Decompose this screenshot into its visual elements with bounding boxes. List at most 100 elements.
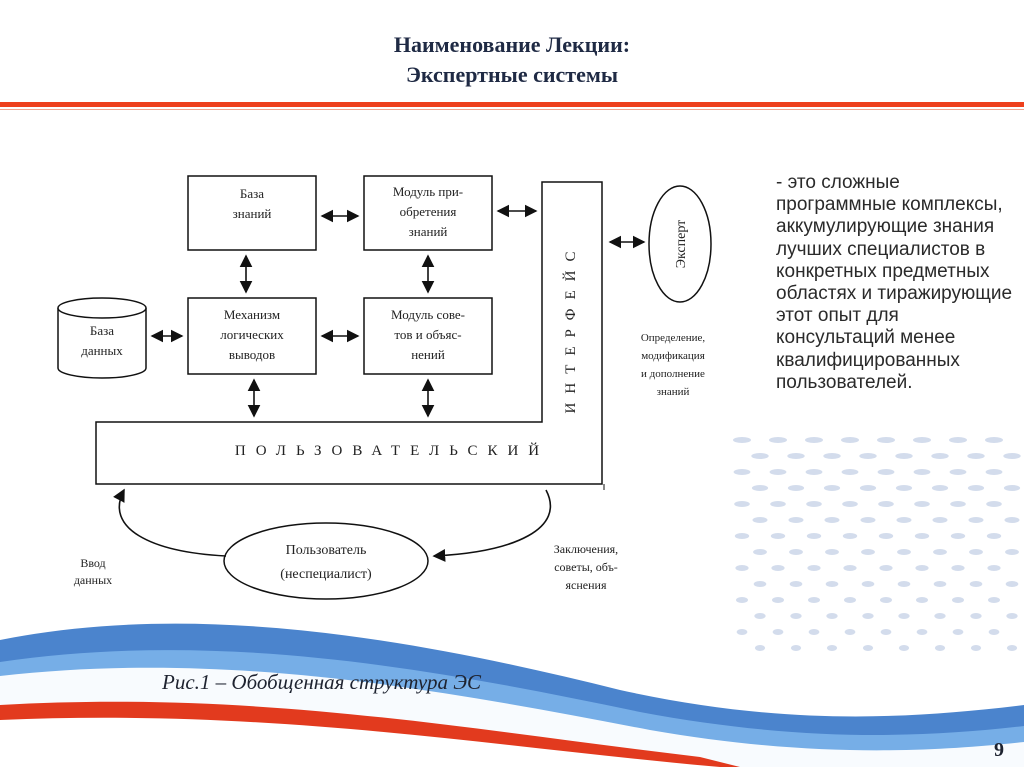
- decor-dot: [754, 645, 766, 651]
- decor-dot: [806, 501, 822, 507]
- decor-dot: [787, 453, 805, 459]
- expert-note-2: модификация: [641, 350, 705, 362]
- decor-dot: [736, 597, 748, 603]
- decor-dot: [880, 629, 892, 635]
- decor-dot: [985, 437, 1003, 443]
- decor-dot: [896, 517, 912, 523]
- decor-dot: [877, 437, 895, 443]
- decor-dot: [734, 533, 750, 539]
- title-rule-thin: [0, 109, 1024, 110]
- inference-engine-label-3: выводов: [229, 347, 275, 362]
- decor-dot: [988, 597, 1000, 603]
- decor-dot: [772, 629, 784, 635]
- decor-dot: [826, 645, 838, 651]
- decor-dot: [986, 501, 1002, 507]
- decor-dot: [734, 501, 750, 507]
- user-label-1: Пользователь: [286, 543, 367, 558]
- decor-dot: [916, 629, 928, 635]
- decor-dot: [895, 485, 913, 491]
- decor-dot: [986, 533, 1002, 539]
- decor-dot: [895, 453, 913, 459]
- decor-dot: [951, 565, 965, 571]
- decor-dot: [970, 645, 982, 651]
- data-input-label-1: Ввод: [80, 556, 105, 570]
- expert-note-4: знаний: [657, 386, 690, 398]
- knowledge-base-label-2: знаний: [233, 206, 272, 221]
- decor-dot: [754, 613, 766, 619]
- decor-dot: [988, 629, 1000, 635]
- decor-dot: [770, 533, 786, 539]
- decor-dot: [914, 501, 930, 507]
- decor-dot: [823, 453, 841, 459]
- decor-dot: [825, 581, 839, 587]
- decor-dot: [751, 485, 769, 491]
- decor-dot: [842, 501, 858, 507]
- dot-pattern: [733, 437, 1021, 651]
- decor-dot: [877, 469, 895, 475]
- title-line-1: Наименование Лекции:: [393, 32, 631, 57]
- advice-module-box: [363, 297, 493, 375]
- decor-dot: [788, 517, 804, 523]
- decor-dot: [952, 629, 964, 635]
- knowledge-base-box: [187, 175, 317, 251]
- user-ellipse: [223, 522, 429, 600]
- expert-note-3: и дополнение: [641, 368, 705, 380]
- arrow-conclusions: [432, 489, 552, 562]
- decor-dot: [806, 533, 822, 539]
- database-label-2: данных: [81, 343, 123, 358]
- decor-dot: [916, 597, 928, 603]
- knowledge-base-label-1: База: [240, 186, 264, 201]
- decor-dot: [826, 613, 838, 619]
- decor-dot: [931, 453, 949, 459]
- decor-dot: [1003, 485, 1021, 491]
- advice-module-label-1: Модуль сове-: [391, 307, 465, 322]
- decor-dot: [950, 533, 966, 539]
- conclusions-label-2: советы, объ-: [554, 560, 618, 574]
- arrow-data-input: [113, 488, 227, 557]
- expert-note-1: Определение,: [641, 332, 706, 344]
- title-rule: [0, 102, 1024, 107]
- expert-label: Эксперт: [674, 220, 689, 269]
- decor-dot: [970, 613, 982, 619]
- decor-dot: [913, 437, 931, 443]
- decor-dot: [841, 437, 859, 443]
- decor-dot: [807, 565, 821, 571]
- decor-dot: [1005, 581, 1019, 587]
- decor-dot: [824, 517, 840, 523]
- decor-dot: [915, 565, 929, 571]
- decor-dot: [733, 437, 751, 443]
- decor-dot: [769, 437, 787, 443]
- database-cylinder: [57, 297, 147, 379]
- decor-dot: [859, 453, 877, 459]
- decor-dot: [969, 549, 983, 555]
- decor-dot: [861, 581, 875, 587]
- decor-dot: [968, 517, 984, 523]
- decor-dot: [1006, 645, 1018, 651]
- decor-dot: [897, 549, 911, 555]
- decor-dot: [878, 533, 894, 539]
- decor-dot: [752, 517, 768, 523]
- decor-dot: [844, 597, 856, 603]
- acquisition-module-label-1: Модуль при-: [393, 184, 463, 199]
- inference-engine-label-1: Механизм: [224, 307, 280, 322]
- decor-dot: [949, 437, 967, 443]
- decor-dot: [1005, 549, 1019, 555]
- decor-dot: [862, 645, 874, 651]
- decor-dot: [751, 453, 769, 459]
- data-input-label-2: данных: [74, 573, 112, 587]
- decor-dot: [787, 485, 805, 491]
- decor-dot: [770, 501, 786, 507]
- acquisition-module-label-2: обретения: [400, 204, 457, 219]
- decor-dot: [823, 485, 841, 491]
- decor-dot: [842, 533, 858, 539]
- advice-module-label-3: нений: [411, 347, 445, 362]
- slide-title: Наименование Лекции: Экспертные системы: [0, 30, 1024, 90]
- decor-dot: [789, 549, 803, 555]
- decor-dot: [859, 485, 877, 491]
- decor-dot: [934, 613, 946, 619]
- white-band: [0, 717, 720, 767]
- decor-dot: [897, 581, 911, 587]
- decor-dot: [879, 565, 893, 571]
- expert-ellipse: [648, 185, 712, 303]
